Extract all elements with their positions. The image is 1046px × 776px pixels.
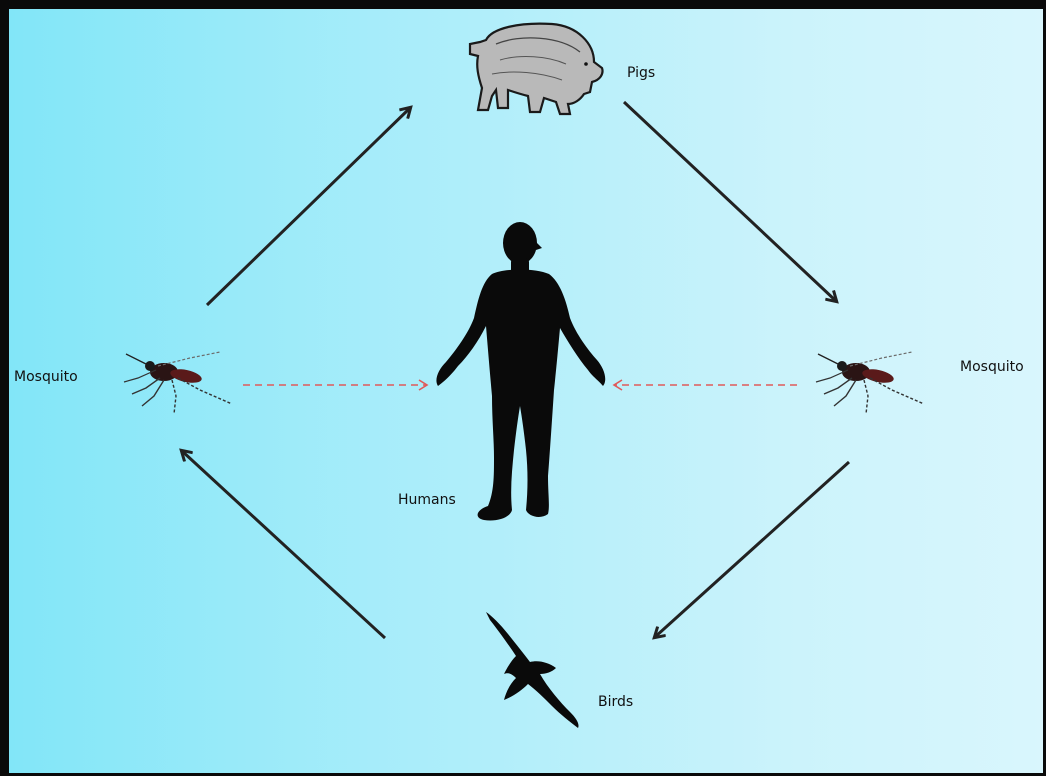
label-birds: Birds — [598, 695, 633, 709]
pig-icon — [470, 24, 603, 114]
arrow-birds-to-mosquito — [182, 451, 385, 638]
human-silhouette-icon — [436, 222, 605, 521]
label-humans: Humans — [398, 493, 456, 507]
mosquito-icon — [816, 352, 924, 414]
mosquito-icon — [124, 352, 232, 414]
arrow-pigs-to-mosquito — [624, 102, 836, 301]
label-pigs: Pigs — [627, 66, 655, 80]
label-mosquito-left: Mosquito — [14, 370, 78, 384]
bird-icon — [486, 612, 579, 728]
arrow-mosquito-to-pigs — [207, 108, 410, 305]
transmission-cycle-diagram — [9, 9, 1043, 773]
label-mosquito-right: Mosquito — [960, 360, 1024, 374]
arrow-mosquito-to-birds — [655, 462, 849, 637]
